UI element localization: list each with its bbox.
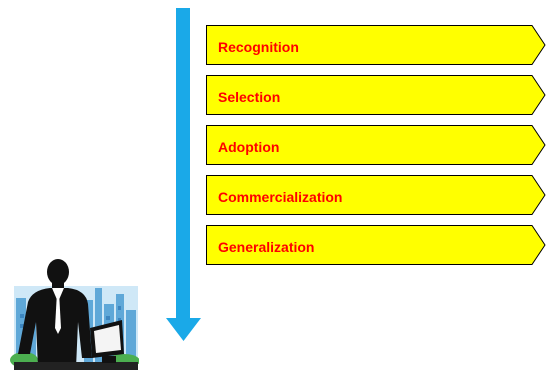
step-selection: Selection bbox=[206, 75, 546, 115]
step-label: Generalization bbox=[218, 239, 315, 255]
chevron-shape bbox=[206, 25, 546, 65]
step-generalization: Generalization bbox=[206, 225, 546, 265]
step-label: Selection bbox=[218, 89, 281, 105]
step-recognition: Recognition bbox=[206, 25, 546, 65]
businessman-clipart-icon bbox=[10, 259, 139, 370]
chevron-shape bbox=[206, 175, 546, 215]
down-arrow-icon bbox=[166, 8, 201, 341]
step-commercialization: Commercialization bbox=[206, 175, 546, 215]
chevron-shape bbox=[206, 225, 546, 265]
step-label: Adoption bbox=[218, 139, 280, 155]
chevron-shape bbox=[206, 125, 546, 165]
step-adoption: Adoption bbox=[206, 125, 546, 165]
chevron-shape bbox=[206, 75, 546, 115]
step-label: Recognition bbox=[218, 39, 299, 55]
step-label: Commercialization bbox=[218, 189, 343, 205]
step-list: Recognition Selection Adoption Commercia… bbox=[206, 22, 546, 272]
